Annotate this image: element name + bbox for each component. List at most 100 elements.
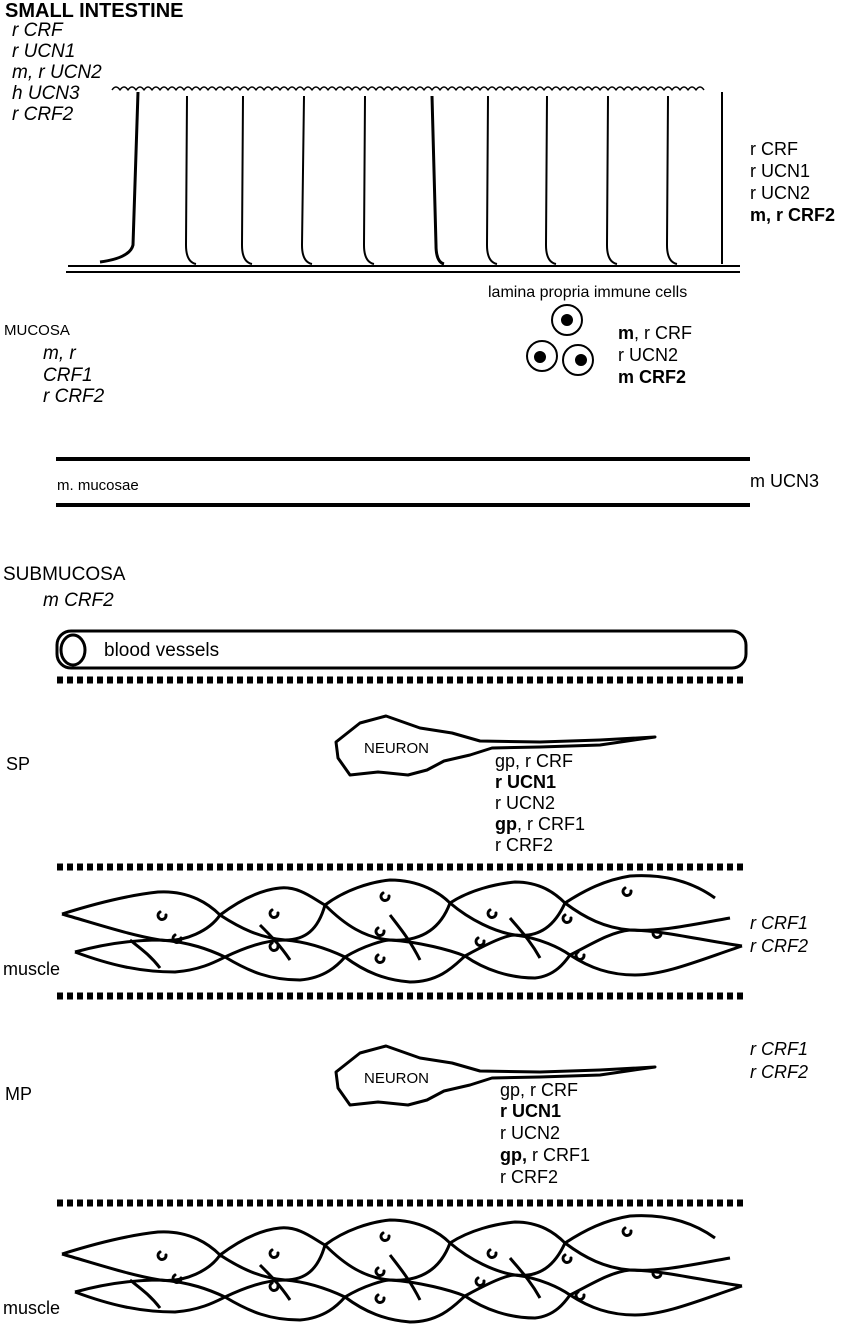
- sp-line3: r UCN2: [495, 793, 556, 813]
- muscle-nucleus: [574, 1290, 586, 1301]
- lamina-propria-line1-rest: , r CRF: [634, 323, 693, 343]
- neuron-mp-outline: [334, 1044, 657, 1107]
- muscle-nucleus: [374, 953, 386, 964]
- muscle-2-right-label: r CRF2: [750, 1062, 808, 1082]
- mucosa-receptor-label: r CRF2: [43, 386, 105, 407]
- cell-border-0: [99, 91, 140, 264]
- muscularis-mucosae-right-label: m UCN3: [750, 471, 820, 491]
- muscle-nucleus: [268, 1248, 280, 1259]
- epithelium-right-label: r CRF: [750, 139, 798, 159]
- submucosa-sublabel: m CRF2: [43, 590, 114, 611]
- muscle-nucleus: [651, 1268, 663, 1279]
- muscle-nucleus: [156, 1250, 168, 1261]
- blood-vessel-drawing: [55, 629, 748, 670]
- sp-neuron-label: NEURON: [364, 740, 430, 757]
- mp-line4: gp, r CRF1: [500, 1146, 590, 1164]
- mucosa-label: MUCOSA: [4, 322, 70, 339]
- muscle-nucleus: [474, 1276, 486, 1287]
- muscle-2-right-label: r CRF1: [750, 1039, 808, 1059]
- mp-line3: r UCN2: [500, 1123, 561, 1143]
- cell-border-8: [606, 95, 618, 265]
- immune-cell-nucleus: [561, 314, 573, 326]
- submucosa-label: SUBMUCOSA: [3, 564, 126, 585]
- mucosa-receptor-label: CRF1: [43, 365, 93, 386]
- neuron-sp-outline: [334, 714, 657, 777]
- muscularis-mucosae-label: m. mucosae: [57, 477, 139, 494]
- epithelium-left-label: r CRF: [12, 20, 63, 41]
- cell-border-4: [363, 95, 375, 265]
- immune-cell-nucleus: [575, 354, 587, 366]
- muscle-nucleus: [171, 1273, 183, 1284]
- muscle-nucleus: [268, 941, 280, 952]
- muscle-fiber-row: [61, 874, 716, 917]
- lamina-propria-line3: m CRF2: [618, 367, 687, 387]
- muscle-nucleus: [474, 936, 486, 947]
- epithelium-left-label: m, r UCN2: [12, 62, 102, 83]
- sp-line2: r UCN1: [495, 772, 557, 792]
- immune-cell-nucleus: [534, 351, 546, 363]
- sp-line4-bold: gp: [495, 814, 517, 834]
- layer-separators: [57, 676, 745, 1207]
- lamina-propria-line1: m, r CRF: [618, 324, 692, 342]
- epithelium-left-label: h UCN3: [12, 83, 80, 104]
- cell-border-6: [486, 95, 498, 265]
- mp-line1: gp, r CRF: [500, 1080, 579, 1100]
- muscle-fiber-row: [74, 928, 743, 959]
- lamina-propria-label: lamina propria immune cells: [488, 284, 688, 301]
- muscle-1-right-label: r CRF1: [750, 913, 808, 933]
- muscle-nucleus: [171, 933, 183, 944]
- cell-border-3: [301, 95, 313, 265]
- diagram-title: SMALL INTESTINE: [5, 0, 184, 22]
- muscle-nucleus: [486, 1248, 498, 1259]
- muscle-1-label: muscle: [3, 959, 61, 979]
- mp-line4-rest: r CRF1: [527, 1145, 590, 1165]
- lamina-propria-line2: r UCN2: [618, 345, 679, 365]
- mp-line4-bold: gp,: [500, 1145, 527, 1165]
- sp-line4: gp, r CRF1: [495, 815, 585, 833]
- muscle-nucleus: [561, 913, 573, 924]
- muscle-nucleus: [379, 891, 391, 902]
- mp-line2: r UCN1: [500, 1101, 562, 1121]
- muscle-nucleus: [156, 910, 168, 921]
- muscle-nucleus: [574, 950, 586, 961]
- epithelium-right-label: r UCN2: [750, 183, 811, 203]
- blood-vessel-outline: [55, 629, 748, 670]
- epithelium-left-label: r CRF2: [12, 104, 74, 125]
- mp-label: MP: [5, 1084, 32, 1104]
- muscle-nucleus: [621, 1226, 633, 1237]
- epithelium-drawing: [66, 86, 740, 273]
- muscle-nucleus: [651, 928, 663, 939]
- epithelium-right-label: m, r CRF2: [750, 205, 836, 225]
- cell-border-9: [666, 95, 678, 265]
- muscle-layer-2-nuclei: [156, 1226, 663, 1304]
- cell-border-5: [430, 95, 445, 266]
- muscle-nucleus: [379, 1231, 391, 1242]
- sp-line4-rest: , r CRF1: [517, 814, 586, 834]
- immune-cells-drawing: [526, 304, 594, 376]
- muscularis-mucosae-drawing: [56, 457, 750, 507]
- muscle-fiber-row: [74, 944, 743, 984]
- muscle-fiber-row: [61, 1214, 716, 1257]
- cell-border-2: [241, 95, 253, 265]
- mp-neuron-label: NEURON: [364, 1070, 430, 1087]
- muscle-nucleus: [561, 1253, 573, 1264]
- muscle-nucleus: [268, 908, 280, 919]
- epithelium-left-label: r UCN1: [12, 41, 76, 62]
- muscle-fiber-row: [129, 914, 542, 969]
- lamina-propria-line1-bold: m: [618, 323, 635, 343]
- cell-border-7: [545, 95, 557, 265]
- muscle-nucleus: [486, 908, 498, 919]
- sp-label: SP: [6, 754, 31, 774]
- muscle-layer-1-drawing: [61, 874, 743, 984]
- sp-line1: gp, r CRF: [495, 751, 574, 771]
- muscle-fiber-row: [74, 1284, 743, 1324]
- muscle-nucleus: [374, 1293, 386, 1304]
- muscle-2-label: muscle: [3, 1298, 61, 1318]
- muscle-layer-2-drawing: [61, 1214, 743, 1324]
- muscle-1-right-label: r CRF2: [750, 936, 808, 956]
- muscle-nucleus: [268, 1281, 280, 1292]
- muscle-fiber-row: [74, 1268, 743, 1299]
- muscle-layer-1-nuclei: [156, 886, 663, 964]
- muscle-nucleus: [621, 886, 633, 897]
